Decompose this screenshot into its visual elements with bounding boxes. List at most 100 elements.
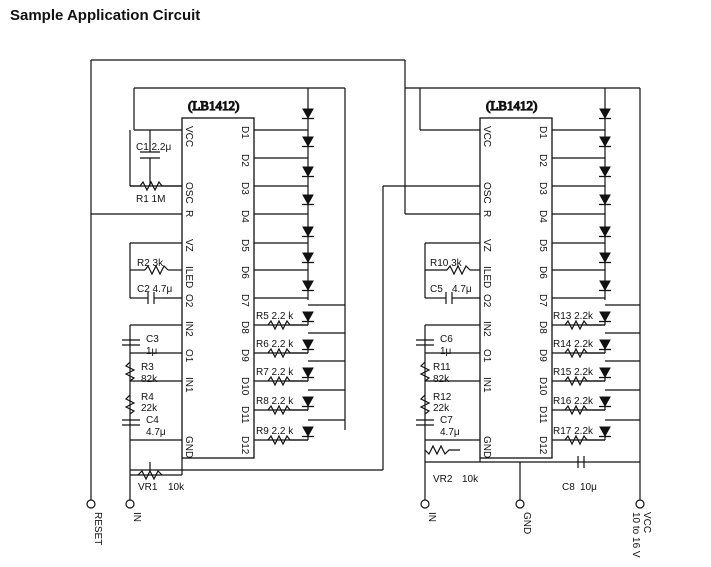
c4-label: C4 (146, 415, 159, 426)
led-diode-icon (598, 194, 612, 206)
r11-label: R11 (433, 362, 451, 373)
pin-label-iled: ILED (481, 266, 492, 288)
page-title: Sample Application Circuit (10, 7, 201, 24)
r3-label: R3 (141, 362, 154, 373)
pin-label-vz: VZ (183, 239, 194, 252)
right-diode-bus (405, 87, 641, 500)
ic-right-body (479, 117, 553, 459)
pin-label-d10: D10 (537, 377, 548, 396)
r2-resistor (144, 264, 169, 276)
left-ic-left-wiring (90, 59, 406, 500)
pin-label-in2: IN2 (183, 321, 194, 337)
led-resistor (267, 434, 291, 446)
resistor-label: R6 2.2 k (256, 339, 294, 350)
pin-label-d2: D2 (239, 154, 250, 167)
c5-capacitor (438, 292, 460, 304)
pin-label-o1: O1 (481, 349, 492, 363)
led-diode-icon (301, 339, 315, 351)
in-left-terminal-label: IN (131, 512, 142, 522)
pin-label-o2: O2 (183, 294, 194, 308)
pin-label-r: R (481, 210, 492, 217)
c8-capacitor (577, 456, 585, 468)
pin-label-d7: D7 (239, 294, 250, 307)
led-resistor (564, 347, 588, 359)
pin-label-d11: D11 (537, 406, 548, 424)
pin-label-o1: O1 (183, 349, 194, 363)
pin-label-d6: D6 (537, 266, 548, 279)
led-diode-icon (301, 136, 315, 148)
pin-label-d5: D5 (537, 239, 548, 252)
left-diode-bus (134, 87, 346, 430)
c8-label: C8 (562, 482, 575, 493)
r12-resistor (419, 394, 431, 415)
led-diode-icon (301, 367, 315, 379)
led-diode-icon (598, 252, 612, 264)
ic-right-label: (LB1412) (486, 98, 537, 113)
c7-value: 4.7μ (440, 427, 460, 438)
led-diode-icon (598, 136, 612, 148)
resistor-label: R17 2.2k (553, 426, 594, 437)
pin-label-vz: VZ (481, 239, 492, 252)
r11-resistor (419, 361, 431, 382)
pin-label-d4: D4 (537, 210, 548, 223)
pin-label-d12: D12 (537, 436, 548, 455)
c2-label: C2 4.7μ (137, 284, 172, 295)
c3-label: C3 (146, 334, 159, 345)
led-diode-icon (598, 426, 612, 438)
c6-label: C6 (440, 334, 453, 345)
pin-label-d9: D9 (537, 349, 548, 362)
c7-capacitor (416, 419, 434, 426)
led-resistor (267, 347, 291, 359)
pin-label-d9: D9 (239, 349, 250, 362)
r1-label: R1 1M (136, 194, 165, 205)
pin-label-d1: D1 (537, 126, 548, 139)
r3-resistor (124, 361, 136, 382)
c1-capacitor (140, 145, 160, 170)
led-diode-icon (598, 108, 612, 120)
led-resistor (267, 404, 291, 416)
r4-label: R4 (141, 392, 154, 403)
c3-value: 1μ (146, 346, 158, 357)
vr1-value: 10k (168, 482, 185, 493)
led-diode-icon (301, 166, 315, 178)
pin-label-vcc: VCC (183, 126, 194, 147)
c2-capacitor (140, 292, 162, 304)
r4-resistor (124, 394, 136, 415)
gnd-terminal-label: GND (521, 512, 532, 534)
led-diode-icon (598, 311, 612, 323)
r10-resistor (446, 264, 471, 276)
pin-label-d10: D10 (239, 377, 250, 396)
resistor-label: R8 2.2 k (256, 396, 294, 407)
led-diode-icon (301, 194, 315, 206)
led-diode-icon (598, 367, 612, 379)
pin-label-o2: O2 (481, 294, 492, 308)
reset-terminal-label: RESET (92, 512, 103, 545)
led-diode-icon (301, 226, 315, 238)
led-diode-icon (598, 280, 612, 292)
led-diode-icon (598, 226, 612, 238)
vr2-potentiometer (424, 444, 460, 456)
resistor-label: R16 2.2k (553, 396, 594, 407)
vcc-range-label: 10 to 16 V (630, 512, 641, 558)
pin-label-d12: D12 (239, 436, 250, 455)
r3-value: 82k (141, 374, 158, 385)
led-diode-icon (301, 108, 315, 120)
vcc-terminal-label: VCC (641, 512, 652, 533)
pin-label-d1: D1 (239, 126, 250, 139)
c6-value: 1μ (440, 346, 452, 357)
led-resistor (564, 319, 588, 331)
pin-label-osc: OSC (481, 182, 492, 204)
resistor-label: R15 2.2k (553, 367, 594, 378)
resistor-label: R13 2.2k (553, 311, 594, 322)
led-resistor (564, 404, 588, 416)
pin-label-d11: D11 (239, 406, 250, 424)
ic-left-body (181, 117, 255, 459)
vr2-value: 10k (462, 474, 479, 485)
c6-capacitor (416, 339, 434, 346)
r12-label: R12 (433, 392, 452, 403)
pin-label-d2: D2 (537, 154, 548, 167)
pin-label-vcc: VCC (481, 126, 492, 147)
c8-value: 10μ (580, 482, 597, 493)
ic-left-label: (LB1412) (188, 98, 239, 113)
